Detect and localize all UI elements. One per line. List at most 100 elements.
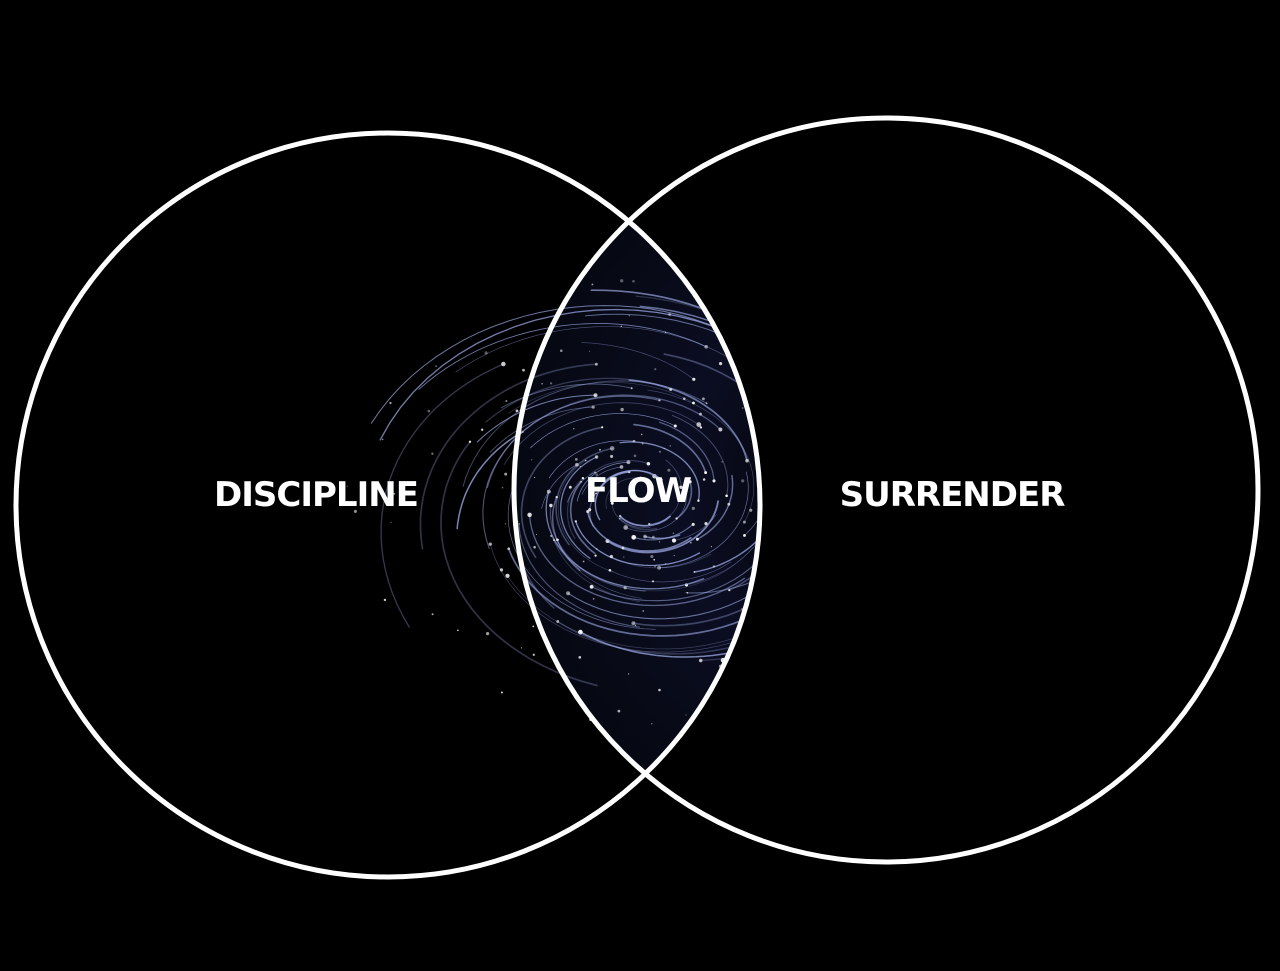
- light-spark: [574, 520, 578, 523]
- light-spark: [688, 480, 692, 484]
- light-spark: [743, 533, 746, 537]
- light-trail: [594, 471, 630, 521]
- light-spark: [642, 610, 645, 612]
- light-spark: [623, 586, 627, 590]
- light-spark: [741, 407, 744, 409]
- light-spark: [617, 709, 621, 713]
- light-spark: [504, 523, 507, 525]
- light-spark: [609, 554, 613, 559]
- light-spark: [685, 591, 687, 593]
- light-trail: [686, 419, 760, 586]
- light-spark: [383, 598, 387, 602]
- light-spark: [580, 480, 583, 483]
- light-trail: [462, 380, 708, 487]
- light-spark: [594, 362, 598, 366]
- light-spark: [669, 445, 672, 447]
- light-spark: [556, 538, 559, 542]
- light-trail: [545, 490, 705, 590]
- light-trail: [663, 353, 760, 592]
- light-spark: [877, 371, 878, 372]
- light-spark: [829, 372, 832, 375]
- light-spark: [698, 658, 703, 663]
- light-spark: [556, 620, 560, 623]
- light-spark: [742, 520, 746, 524]
- light-spark: [671, 538, 677, 543]
- light-spark: [559, 349, 563, 353]
- light-spark: [609, 446, 615, 451]
- light-trail: [553, 539, 640, 602]
- light-spark: [664, 562, 667, 565]
- light-spark: [740, 673, 745, 678]
- light-spark: [618, 517, 621, 520]
- light-trail: [528, 514, 746, 607]
- light-spark: [643, 534, 647, 539]
- light-spark: [641, 442, 644, 445]
- light-spark: [867, 553, 869, 555]
- light-spark: [566, 591, 571, 596]
- light-trail: [567, 514, 760, 620]
- light-spark: [777, 298, 779, 300]
- light-trail: [507, 547, 760, 637]
- light-spark: [754, 346, 759, 352]
- light-spark: [589, 584, 594, 589]
- light-spark: [507, 547, 511, 551]
- light-trail: [507, 575, 760, 650]
- light-trail: [581, 342, 695, 380]
- light-spark: [664, 331, 667, 333]
- light-spark: [641, 441, 643, 443]
- light-spark: [748, 387, 752, 390]
- light-trail: [489, 406, 594, 453]
- light-spark: [505, 399, 508, 403]
- light-trail: [530, 413, 676, 449]
- light-spark: [630, 387, 633, 390]
- left-circle: [13, 130, 763, 880]
- light-spark: [669, 387, 673, 392]
- light-spark: [744, 657, 746, 659]
- light-spark: [620, 279, 624, 283]
- light-trail: [557, 539, 642, 599]
- light-trail: [518, 523, 640, 628]
- light-spark: [818, 439, 821, 442]
- light-spark: [741, 607, 743, 610]
- light-spark: [481, 428, 484, 431]
- light-trail: [486, 394, 722, 488]
- light-spark: [843, 549, 845, 551]
- light-spark: [699, 412, 702, 416]
- light-spark: [628, 314, 631, 317]
- light-trail: [649, 491, 680, 525]
- light-trail: [671, 414, 729, 497]
- light-spark: [549, 503, 553, 508]
- light-trail: [456, 431, 524, 530]
- light-spark: [595, 547, 598, 551]
- light-trail: [625, 485, 687, 532]
- light-spark: [532, 653, 535, 656]
- light-spark: [693, 571, 696, 573]
- light-spark: [679, 485, 683, 490]
- light-spark: [791, 501, 793, 503]
- light-spark: [728, 589, 731, 592]
- light-spark: [575, 462, 579, 467]
- light-trail: [658, 471, 749, 569]
- light-spark: [579, 465, 581, 467]
- light-spark: [743, 685, 746, 687]
- light-trail: [489, 543, 757, 653]
- light-spark: [574, 458, 578, 461]
- light-trail: [520, 426, 604, 559]
- light-spark: [588, 350, 591, 352]
- light-trail: [566, 477, 584, 540]
- light-spark: [595, 473, 598, 476]
- light-spark: [653, 558, 656, 561]
- light-spark: [623, 556, 625, 558]
- light-spark: [653, 565, 657, 568]
- light-trail: [557, 460, 614, 573]
- light-spark: [536, 533, 538, 536]
- light-spark: [802, 575, 806, 579]
- light-spark: [654, 368, 657, 371]
- light-spark: [650, 554, 654, 559]
- light-trail: [763, 452, 801, 541]
- light-spark: [658, 450, 662, 453]
- light-trail: [556, 606, 760, 655]
- light-spark: [668, 313, 671, 316]
- light-spark: [372, 488, 375, 491]
